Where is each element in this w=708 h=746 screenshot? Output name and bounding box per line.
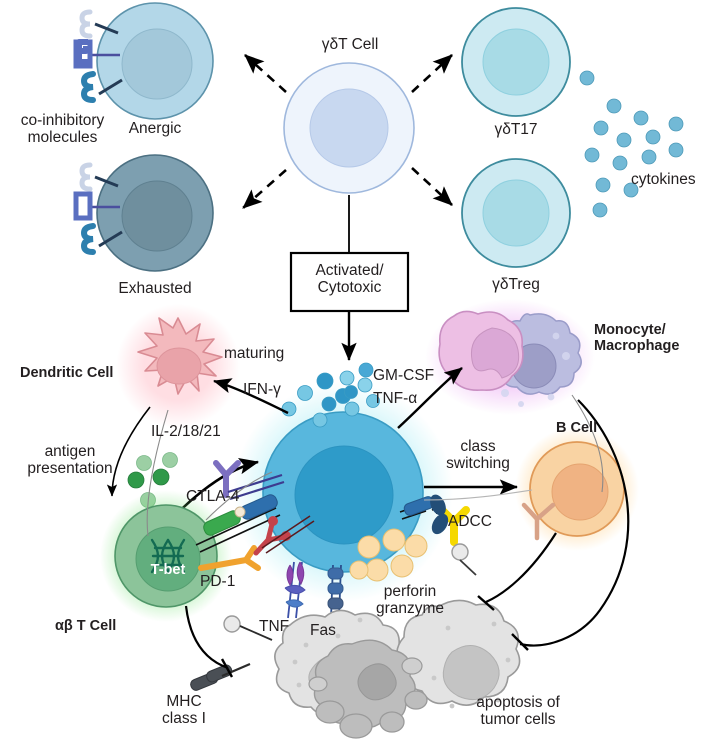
dendritic-cell-label: Dendritic Cell: [20, 365, 114, 381]
gdt17-label: γδT17: [494, 121, 538, 138]
abt-activated-link: [205, 471, 273, 521]
class-switching-label: class switching: [446, 438, 510, 473]
anergic-receptors: [73, 9, 123, 103]
anergic-cell-shape: [96, 2, 214, 120]
tumor-surface-antigen-icon: [223, 615, 273, 641]
tnf-alpha-label: TNF-α: [373, 390, 418, 407]
adcc-antibody-icon: [430, 494, 470, 546]
pdl1-receptor-icon: [253, 515, 315, 556]
il-2-18-21-label: IL-2/18/21: [151, 423, 221, 440]
gdt17-cell-shape: [461, 7, 571, 117]
mhc-class-i-label: MHC class I: [162, 693, 206, 728]
gdtreg-label: γδTreg: [492, 276, 540, 293]
arrow-antigen-presentation: [106, 406, 151, 497]
bcell-shape: [529, 441, 625, 537]
tcr-mhc-complex-icon: [195, 494, 281, 553]
tumor-antigen-icon: [451, 543, 477, 576]
activated-cytotoxic-label: Activated/ Cytotoxic: [315, 262, 384, 297]
co-inhibitory-label: co-inhibitory molecules: [20, 112, 105, 147]
anergic-label: Anergic: [128, 120, 182, 137]
fas-label: Fas: [310, 622, 336, 639]
inhibition-abt-tumor-bar: [220, 658, 234, 678]
pd1-label: PD-1: [200, 573, 236, 590]
macrophage-link: [571, 394, 604, 493]
inhibition-macrophage-tumor: [519, 399, 630, 647]
apoptosis-label: apoptosis of tumor cells: [476, 694, 560, 729]
exhausted-receptors: [73, 162, 123, 255]
gdtreg-cell-shape: [461, 158, 571, 268]
mhc-class-i-icon: [190, 662, 251, 691]
monocyte-macrophage-label: Monocyte/ Macrophage: [594, 322, 680, 355]
perforin-granzyme-granules: [349, 528, 428, 582]
activated-cytokine-dots: [281, 362, 380, 428]
dna-helix-icon: [150, 538, 186, 574]
inhibition-macrophage-tumor-bar: [511, 633, 529, 651]
cytokine-dots: [579, 70, 684, 218]
perforin-granzyme-label: perforin granzyme: [375, 583, 445, 618]
maturing-label: maturing: [224, 345, 285, 362]
activated-cell-shape: [262, 411, 424, 573]
tnf-receptor-icon: [284, 561, 306, 619]
apoptotic-tumor-cell-shape: [308, 639, 428, 739]
exhausted-label: Exhausted: [118, 280, 192, 297]
exhausted-cell-shape: [96, 154, 214, 272]
monocyte-cell-shape: [438, 310, 524, 392]
gm-csf-label: GM-CSF: [373, 367, 435, 384]
b-cell-label: B Cell: [556, 420, 598, 436]
t-bet-label: T-bet: [150, 562, 186, 578]
arrow-gmcsf-tnfa: [397, 367, 463, 429]
dendritic-abt-link: [146, 409, 169, 537]
pd1-receptor-icon: [198, 545, 261, 571]
activated-bcell-link: [423, 489, 533, 501]
ab-t-cell-label: αβ T Cell: [55, 618, 117, 634]
ctla4-receptor-icon: [213, 460, 285, 501]
inhibition-abt-tumor: [184, 605, 229, 670]
bcell-antibody-icon: [521, 502, 556, 541]
arrow-ifn-gamma: [213, 378, 289, 415]
adcc-label: ADCC: [448, 513, 492, 530]
ctla4-label: CTLA-4: [186, 488, 240, 505]
dendritic-cell-shape: [137, 317, 223, 395]
antigen-presentation-label: antigen presentation: [27, 443, 113, 478]
fas-receptor-icon: [327, 564, 344, 619]
gdt-cell-shape: [283, 62, 415, 194]
tumor-cell-2-shape: [396, 599, 521, 709]
gdt-cell-title: γδT Cell: [321, 36, 379, 53]
cytokines-label: cytokines: [631, 171, 696, 188]
inhibition-bcell-tumor-bar: [477, 595, 495, 611]
ifn-gamma-label: IFN-γ: [243, 381, 281, 398]
tnf-label: TNF: [259, 618, 290, 635]
inhibition-bcell-tumor: [485, 532, 557, 604]
